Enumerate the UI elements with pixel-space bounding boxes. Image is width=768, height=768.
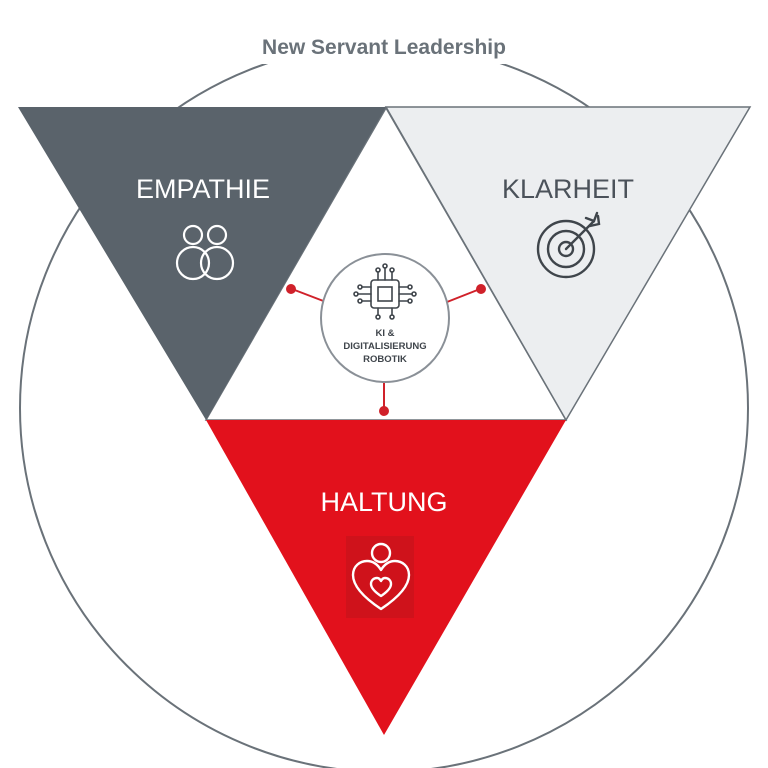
title-backdrop: [222, 28, 546, 64]
target-arrow-icon: [536, 211, 601, 279]
diagram-title: New Servant Leadership: [262, 36, 506, 59]
center-line-3: ROBOTIK: [363, 354, 407, 365]
connector-klarheit: [446, 288, 481, 303]
connector-dot-klarheit: [476, 284, 486, 294]
connector-dot-haltung: [379, 406, 389, 416]
center-line-2: DIGITALISIERUNG: [343, 341, 426, 352]
center-circle: [320, 253, 450, 383]
connector-dot-empathie: [286, 284, 296, 294]
haltung-label: HALTUNG: [320, 487, 447, 517]
empathie-label: EMPATHIE: [136, 174, 270, 204]
ai-chip-icon: [353, 263, 417, 320]
person-heart-icon: [346, 536, 414, 618]
klarheit-triangle: [384, 106, 752, 422]
connectors: [286, 284, 486, 416]
klarheit-label: KLARHEIT: [502, 174, 634, 204]
two-people-icon: [175, 224, 235, 281]
connector-empathie: [291, 288, 327, 303]
center-line-1: KI &: [376, 328, 395, 339]
